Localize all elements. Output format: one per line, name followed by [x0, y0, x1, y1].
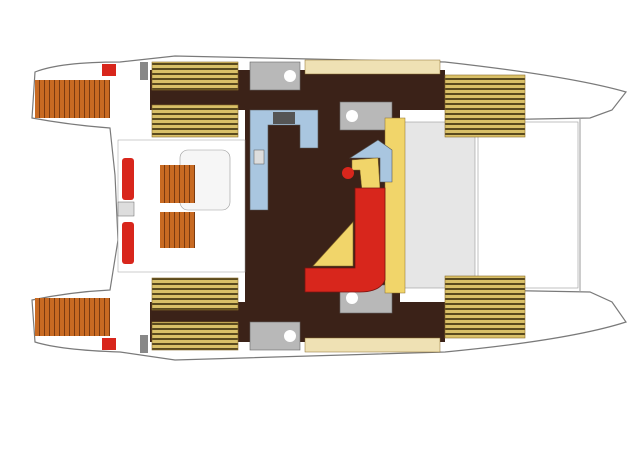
- aft-stbd-bunk: [151, 277, 239, 311]
- trampoline-net: [477, 121, 579, 289]
- red-locker: [102, 338, 116, 350]
- cabinet: [304, 337, 441, 353]
- teak-hatch: [160, 165, 195, 203]
- aft-port-bunk: [151, 61, 239, 91]
- red-locker: [102, 64, 116, 76]
- stool: [342, 167, 354, 179]
- port-stern-steps: [35, 80, 110, 118]
- galley-counter: [249, 109, 319, 211]
- stove-icon: [273, 112, 295, 124]
- sink-icon: [253, 149, 265, 165]
- cockpit-cushion: [122, 158, 134, 200]
- bow-port-bunk: [444, 74, 526, 138]
- toilet-icon: [284, 70, 296, 82]
- saloon-table: [312, 221, 354, 267]
- cockpit-cushion: [122, 222, 134, 264]
- trampoline-frame: [399, 121, 476, 289]
- helm-icon: [117, 201, 135, 217]
- winch-icon: [140, 335, 148, 353]
- stbd-stern-steps: [35, 298, 110, 336]
- toilet-icon: [284, 330, 296, 342]
- bow-stbd-bunk: [444, 275, 526, 339]
- cabinet: [304, 59, 441, 75]
- teak-hatch: [160, 212, 195, 248]
- toilet-icon: [346, 110, 358, 122]
- aft-port-bunk-2: [151, 104, 239, 138]
- winch-icon: [140, 62, 148, 80]
- toilet-icon: [346, 292, 358, 304]
- nav-station: [384, 117, 406, 294]
- aft-stbd-bunk-2: [151, 321, 239, 351]
- saloon-counter: [348, 139, 393, 183]
- saloon-sofa: [304, 187, 386, 293]
